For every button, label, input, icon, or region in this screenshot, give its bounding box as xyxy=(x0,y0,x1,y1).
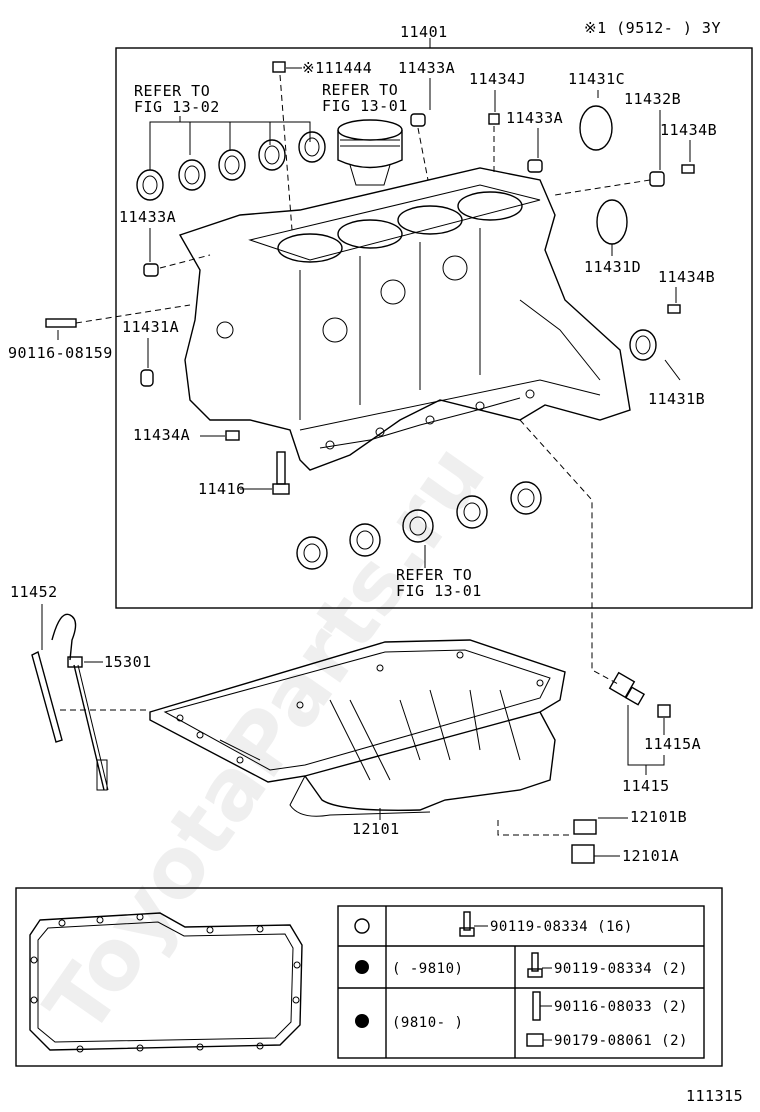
piston-icon xyxy=(337,119,403,186)
main-bearings-upper xyxy=(136,131,326,201)
label-11433A-top[interactable]: 11433A xyxy=(398,59,455,77)
refer-fig-13-01-top-line2: FIG 13-01 xyxy=(322,97,408,115)
legend-row2-part: 90119-08334 (2) xyxy=(554,961,688,977)
dipstick-guide-icon xyxy=(31,650,63,743)
label-12101B[interactable]: 12101B xyxy=(630,808,687,826)
oil-pan-icon xyxy=(149,639,566,817)
label-11431A[interactable]: 11431A xyxy=(122,318,179,336)
label-90116-08159[interactable]: 90116-08159 xyxy=(8,344,113,362)
legend-row2-range: ( -9810) xyxy=(392,961,463,977)
legend-row1-part: 90119-08334 (16) xyxy=(490,919,633,935)
label-11401[interactable]: 11401 xyxy=(400,23,448,41)
label-12101[interactable]: 12101 xyxy=(352,820,400,838)
open-circle-icon xyxy=(354,918,370,934)
plug-11431C-icon xyxy=(579,105,613,151)
label-11415[interactable]: 11415 xyxy=(622,777,670,795)
refer-fig-13-01-top-line1: REFER TO xyxy=(322,81,398,99)
legend-row3-part2: 90179-08061 (2) xyxy=(554,1033,688,1049)
gasket-12101B-icon xyxy=(573,819,597,835)
plug-11431D-icon xyxy=(596,199,628,245)
label-11431B[interactable]: 11431B xyxy=(648,390,705,408)
label-12101A[interactable]: 12101A xyxy=(622,847,679,865)
seal-11431B-icon xyxy=(629,329,657,361)
fastener-legend-table xyxy=(337,905,705,1059)
label-11452[interactable]: 11452 xyxy=(10,583,58,601)
legend-row3-range: (9810- ) xyxy=(392,1015,463,1031)
oil-pressure-switch-icon xyxy=(608,671,646,706)
plug-11433A-left-icon xyxy=(143,263,159,277)
refer-fig-13-01-bot-line2: FIG 13-01 xyxy=(396,582,482,600)
drain-plug-12101A-icon xyxy=(571,844,595,864)
engine-block-frame xyxy=(115,47,753,609)
stud-icon xyxy=(532,991,541,1021)
refer-fig-13-01-bot-line1: REFER TO xyxy=(396,566,472,584)
label-11433A-mid[interactable]: 11433A xyxy=(506,109,563,127)
label-11416[interactable]: 11416 xyxy=(198,480,246,498)
label-11432B[interactable]: 11432B xyxy=(624,90,681,108)
dipstick-icon xyxy=(51,613,109,791)
label-11433A-left[interactable]: 11433A xyxy=(119,208,176,226)
diagram-id: 111315 xyxy=(686,1087,743,1105)
header-note: ※1 (9512- ) 3Y xyxy=(584,19,721,37)
bolt-11416-icon xyxy=(272,451,290,495)
label-15301[interactable]: 15301 xyxy=(104,653,152,671)
pin-11434J-icon xyxy=(488,113,500,125)
filled-circle-icon xyxy=(355,960,369,974)
plug-11433A-top-icon xyxy=(410,113,426,127)
pin-11434B-top-icon xyxy=(681,164,695,174)
pan-gasket-icon xyxy=(29,912,303,1053)
refer-fig-13-02-line1: REFER TO xyxy=(134,82,210,100)
nut-icon xyxy=(526,1033,544,1047)
bolt-icon xyxy=(459,911,475,937)
main-bearings-lower xyxy=(296,481,542,570)
stud-90116-08159-icon xyxy=(45,318,77,328)
label-11434B-top[interactable]: 11434B xyxy=(660,121,717,139)
engine-block-icon xyxy=(178,167,631,471)
switch-11415A-icon xyxy=(657,704,671,718)
plug-11433A-mid-icon xyxy=(527,159,543,173)
plug-11431A-icon xyxy=(140,369,154,387)
label-11431C[interactable]: 11431C xyxy=(568,70,625,88)
pin-11434A-icon xyxy=(225,430,240,441)
label-111444[interactable]: ※111444 xyxy=(302,59,372,77)
label-11415A[interactable]: 11415A xyxy=(644,735,701,753)
legend-frame xyxy=(15,887,723,1067)
oring-15301-icon xyxy=(67,656,83,668)
legend-row3-part1: 90116-08033 (2) xyxy=(554,999,688,1015)
bolt-icon xyxy=(527,952,543,978)
refer-fig-13-02-line2: FIG 13-02 xyxy=(134,98,220,116)
filled-circle-icon xyxy=(355,1014,369,1028)
label-11434A[interactable]: 11434A xyxy=(133,426,190,444)
plug-11432B-icon xyxy=(649,171,665,187)
label-11434J[interactable]: 11434J xyxy=(469,70,526,88)
label-11431D[interactable]: 11431D xyxy=(584,258,641,276)
pin-11434B-mid-icon xyxy=(667,304,681,314)
plug-111444-icon xyxy=(272,61,286,73)
label-11434B-mid[interactable]: 11434B xyxy=(658,268,715,286)
